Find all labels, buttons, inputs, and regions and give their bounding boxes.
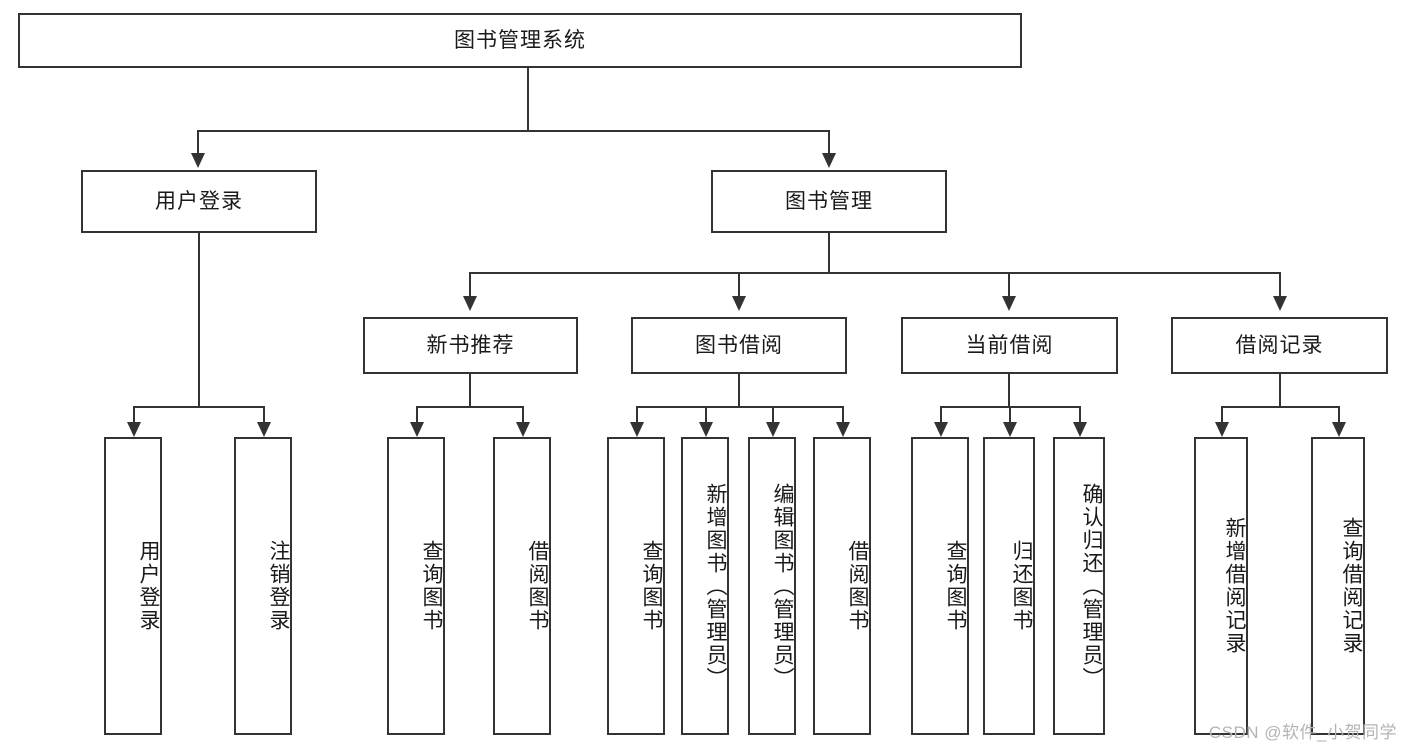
node-borrow-record[interactable]: 借阅记录	[1171, 317, 1388, 374]
arrowhead-user-login-to-leaf-1	[127, 422, 141, 437]
arrowhead-newbook-to-leaf-1	[410, 422, 424, 437]
connector-user-login-stem	[198, 233, 200, 406]
connector-user-login-to-leaf-2	[263, 406, 265, 425]
arrowhead-bb-to-leaf-1	[630, 422, 644, 437]
node-label: 新书推荐	[426, 333, 515, 357]
connector-book-management-bus	[469, 272, 1280, 274]
leaf-borrow-record-add-record[interactable]: 新增借阅记录	[1194, 437, 1248, 735]
connector-bm-to-new-book	[469, 272, 471, 299]
node-label: 借阅记录	[1235, 333, 1324, 357]
node-label: 图书管理	[785, 189, 873, 213]
node-label: 查询图书	[944, 540, 967, 632]
leaf-book-borrow-borrow-book[interactable]: 借阅图书	[813, 437, 871, 735]
node-user-login[interactable]: 用户登录	[81, 170, 317, 233]
arrowhead-cb-to-leaf-1	[934, 422, 948, 437]
connector-br-to-leaf-1	[1221, 406, 1223, 425]
connector-book-borrow-bus	[636, 406, 843, 408]
arrowhead-user-login-to-leaf-2	[257, 422, 271, 437]
node-label: 查询图书	[640, 540, 663, 632]
arrowhead-bm-to-borrow-record	[1273, 296, 1287, 311]
arrowhead-cb-to-leaf-3	[1073, 422, 1087, 437]
leaf-book-borrow-query-book[interactable]: 查询图书	[607, 437, 665, 735]
node-book-management[interactable]: 图书管理	[711, 170, 947, 233]
node-label: 图书借阅	[695, 333, 783, 357]
node-label: 用户登录	[137, 540, 160, 632]
connector-bb-to-leaf-4	[842, 406, 844, 425]
arrowhead-root-to-user-login	[191, 153, 205, 168]
connector-bb-to-leaf-3	[772, 406, 774, 425]
leaf-book-borrow-edit-book-admin[interactable]: 编辑图书（管理员）	[748, 437, 796, 735]
connector-root-to-book-management	[828, 130, 830, 155]
arrowhead-newbook-to-leaf-2	[516, 422, 530, 437]
node-label: 图书管理系统	[454, 28, 586, 52]
leaf-current-borrow-query-book[interactable]: 查询图书	[911, 437, 969, 735]
connector-br-to-leaf-2	[1338, 406, 1340, 425]
connector-current-borrow-stem	[1008, 374, 1010, 406]
connector-cb-to-leaf-2	[1009, 406, 1011, 425]
node-label: 查询借阅记录	[1340, 517, 1363, 655]
arrowhead-root-to-book-management	[822, 153, 836, 168]
leaf-user-login-logout[interactable]: 注销登录	[234, 437, 292, 735]
arrowhead-cb-to-leaf-2	[1003, 422, 1017, 437]
connector-root-to-user-login	[197, 130, 199, 155]
node-label: 确认归还（管理员）	[1080, 482, 1103, 690]
leaf-user-login-login[interactable]: 用户登录	[104, 437, 162, 735]
arrowhead-bb-to-leaf-2	[699, 422, 713, 437]
connector-user-login-to-leaf-1	[133, 406, 135, 425]
node-label: 用户登录	[155, 189, 243, 213]
node-label: 查询图书	[420, 540, 443, 632]
leaf-book-borrow-add-book-admin[interactable]: 新增图书（管理员）	[681, 437, 729, 735]
arrowhead-bb-to-leaf-3	[766, 422, 780, 437]
connector-bm-to-borrow-record	[1279, 272, 1281, 299]
arrowhead-bm-to-new-book	[463, 296, 477, 311]
connector-borrow-record-stem	[1279, 374, 1281, 406]
leaf-new-book-query-book[interactable]: 查询图书	[387, 437, 445, 735]
node-label: 借阅图书	[846, 540, 869, 632]
arrowhead-br-to-leaf-1	[1215, 422, 1229, 437]
arrowhead-bm-to-current-borrow	[1002, 296, 1016, 311]
node-root-book-management-system[interactable]: 图书管理系统	[18, 13, 1022, 68]
node-current-borrow[interactable]: 当前借阅	[901, 317, 1118, 374]
connector-user-login-bus	[133, 406, 264, 408]
connector-book-borrow-stem	[738, 374, 740, 406]
node-new-book-recommend[interactable]: 新书推荐	[363, 317, 578, 374]
arrowhead-bm-to-book-borrow	[732, 296, 746, 311]
leaf-current-borrow-confirm-return-admin[interactable]: 确认归还（管理员）	[1053, 437, 1105, 735]
connector-borrow-record-bus	[1221, 406, 1339, 408]
leaf-new-book-borrow-book[interactable]: 借阅图书	[493, 437, 551, 735]
arrowhead-bb-to-leaf-4	[836, 422, 850, 437]
node-label: 借阅图书	[526, 540, 549, 632]
connector-new-book-stem	[469, 374, 471, 406]
node-label: 新增借阅记录	[1223, 517, 1246, 655]
connector-root-bus	[197, 130, 829, 132]
connector-bb-to-leaf-1	[636, 406, 638, 425]
node-book-borrow[interactable]: 图书借阅	[631, 317, 847, 374]
connector-bm-to-current-borrow	[1008, 272, 1010, 299]
node-label: 当前借阅	[965, 333, 1054, 357]
node-label: 新增图书（管理员）	[704, 482, 727, 690]
node-label: 归还图书	[1010, 540, 1033, 632]
connector-new-book-bus	[416, 406, 523, 408]
connector-cb-to-leaf-3	[1079, 406, 1081, 425]
arrowhead-br-to-leaf-2	[1332, 422, 1346, 437]
connector-newbook-to-leaf-2	[522, 406, 524, 425]
connector-cb-to-leaf-1	[940, 406, 942, 425]
leaf-borrow-record-query-record[interactable]: 查询借阅记录	[1311, 437, 1365, 735]
connector-root-stem	[527, 68, 529, 130]
node-label: 注销登录	[267, 540, 290, 632]
node-label: 编辑图书（管理员）	[771, 482, 794, 690]
connector-newbook-to-leaf-1	[416, 406, 418, 425]
connector-bb-to-leaf-2	[705, 406, 707, 425]
connector-book-management-stem	[828, 233, 830, 272]
leaf-current-borrow-return-book[interactable]: 归还图书	[983, 437, 1035, 735]
connector-bm-to-book-borrow	[738, 272, 740, 299]
